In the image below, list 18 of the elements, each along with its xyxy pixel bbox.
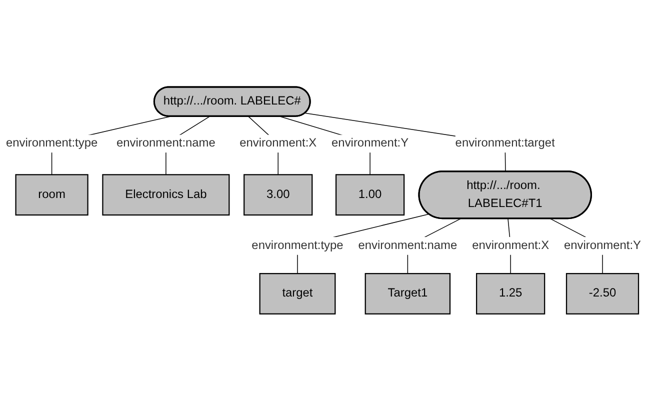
node-box: -2.50 (566, 272, 640, 314)
connector (304, 112, 506, 172)
node-box: 1.25 (476, 272, 546, 314)
node-box: 3.00 (244, 174, 313, 216)
edge-label: environment:target (455, 136, 555, 150)
node-box: 1.00 (335, 174, 405, 216)
edge-label: environment:type (252, 238, 344, 252)
edge-label: environment:type (6, 136, 98, 150)
node-box: room (15, 174, 88, 216)
node-box: Electronics Lab (102, 174, 230, 216)
edge-label: environment:name (358, 238, 458, 252)
edge-label: environment:X (472, 238, 550, 252)
edge-label: environment:X (240, 136, 317, 150)
edge-label: environment:Y (564, 238, 642, 252)
node-box: Target1 (364, 272, 451, 314)
edge-label: environment:name (116, 136, 216, 150)
edge-label: environment:Y (332, 136, 409, 150)
node-box: target (259, 272, 336, 314)
